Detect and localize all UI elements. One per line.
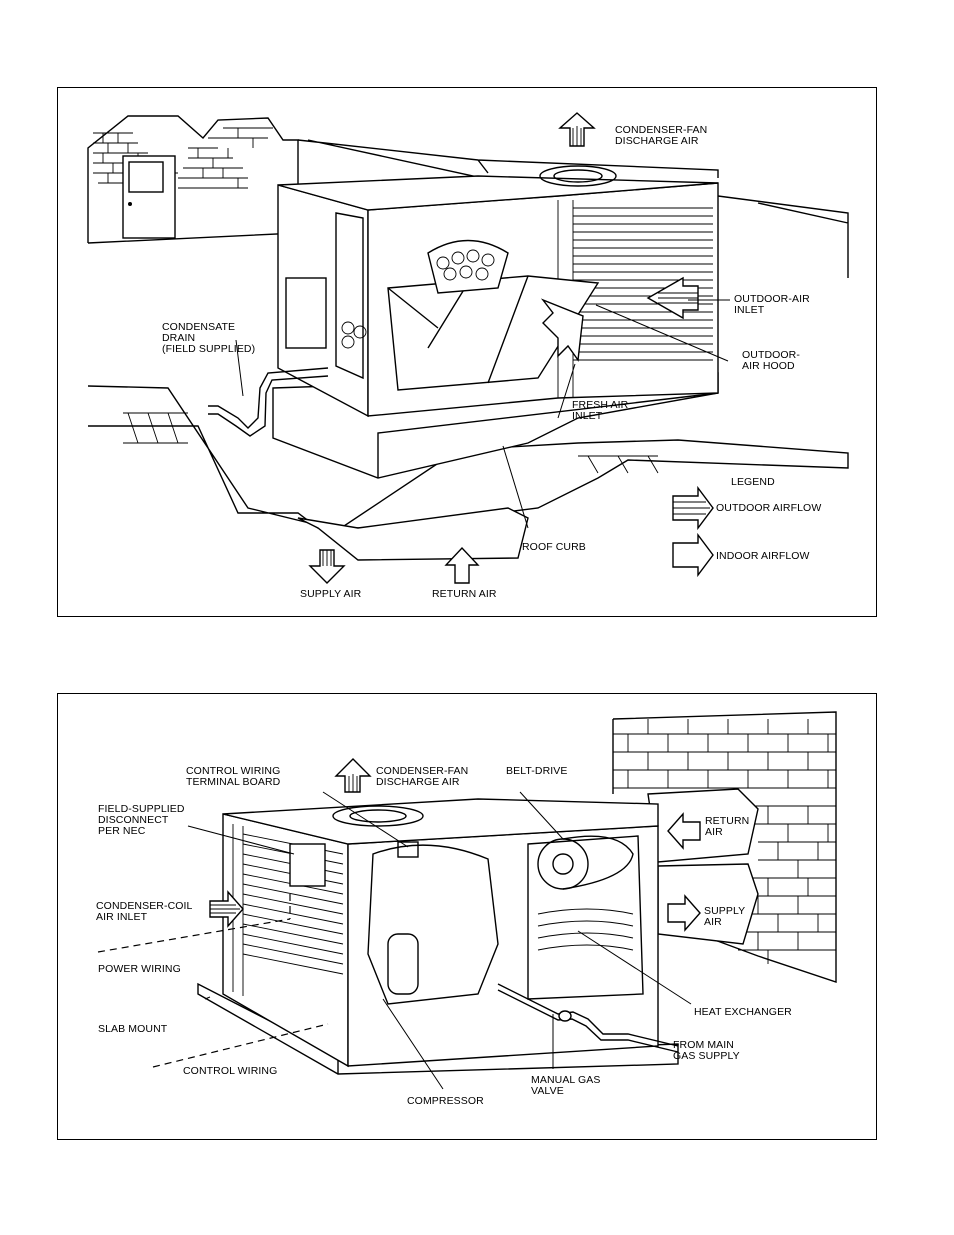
legend-outdoor-airflow-label: OUTDOOR AIRFLOW [716, 502, 822, 514]
label-fresh-air-inlet: FRESH AIR INLET [572, 399, 629, 422]
label-condensate-drain: CONDENSATE DRAIN (FIELD SUPPLIED) [162, 321, 256, 355]
slab-unit-body [222, 798, 659, 1068]
slab-installation-diagram: CONTROL WIRING TERMINAL BOARD CONDENSER-… [57, 693, 877, 1140]
label-power-wiring: POWER WIRING [98, 963, 181, 975]
return-air-arrow-icon [444, 546, 480, 584]
rooftop-installation-diagram: CONDENSER-FAN DISCHARGE AIR OUTDOOR-AIR … [57, 87, 877, 617]
label-belt-drive: BELT-DRIVE [506, 765, 568, 777]
brick-wall [87, 115, 299, 243]
label-from-main-gas-supply: FROM MAIN GAS SUPPLY [673, 1039, 740, 1062]
label-compressor: COMPRESSOR [407, 1095, 484, 1107]
disconnect-box [289, 843, 326, 887]
supply-air-arrow-icon [667, 894, 701, 932]
label-return-air: RETURN AIR [705, 815, 750, 838]
rooftop-unit-illustration [87, 112, 849, 584]
label-roof-curb: ROOF CURB [522, 541, 586, 553]
label-outdoor-air-hood: OUTDOOR- AIR HOOD [742, 349, 800, 372]
label-condenser-fan-discharge: CONDENSER-FAN DISCHARGE AIR [615, 124, 708, 147]
rooftop-unit-body [277, 165, 719, 418]
legend-outdoor-airflow-icon [672, 485, 714, 531]
legend-indoor-airflow-icon [672, 532, 714, 578]
label-condenser-coil-inlet: CONDENSER-COIL AIR INLET [96, 900, 193, 923]
label-heat-exchanger: HEAT EXCHANGER [694, 1006, 792, 1018]
label-supply-air: SUPPLY AIR [704, 905, 746, 928]
label-outdoor-air-inlet: OUTDOOR-AIR INLET [734, 293, 810, 316]
label-field-supplied-disconnect: FIELD-SUPPLIED DISCONNECT PER NEC [98, 803, 185, 837]
label-manual-gas-valve: MANUAL GAS VALVE [531, 1074, 601, 1097]
condenser-fan-discharge-arrow-icon [334, 758, 372, 793]
label-slab-mount: SLAB MOUNT [98, 1023, 168, 1035]
condenser-fan-discharge-arrow-icon [558, 112, 596, 147]
legend-indoor-airflow-label: INDOOR AIRFLOW [716, 550, 810, 562]
label-condenser-fan-discharge: CONDENSER-FAN DISCHARGE AIR [376, 765, 469, 788]
manual-gas-valve [558, 1010, 572, 1022]
return-air-arrow-icon [667, 812, 701, 850]
label-supply-air: SUPPLY AIR [300, 588, 362, 600]
heat-exchanger [537, 908, 634, 951]
compressor [387, 933, 419, 995]
legend-title: LEGEND [731, 476, 775, 488]
terminal-board [397, 841, 419, 858]
label-return-air: RETURN AIR [432, 588, 497, 600]
slab-unit-illustration [97, 711, 837, 1090]
brick-wall [612, 711, 837, 983]
fresh-air-inlet-arrow-icon [540, 298, 584, 362]
outdoor-air-inlet-arrow-icon [646, 276, 699, 320]
building-door [122, 155, 176, 239]
condenser-coil-inlet-arrow-icon [209, 890, 244, 928]
supply-air-arrow-icon [308, 549, 346, 584]
label-control-wiring: CONTROL WIRING [183, 1065, 278, 1077]
label-control-wiring-terminal-board: CONTROL WIRING TERMINAL BOARD [186, 765, 281, 788]
